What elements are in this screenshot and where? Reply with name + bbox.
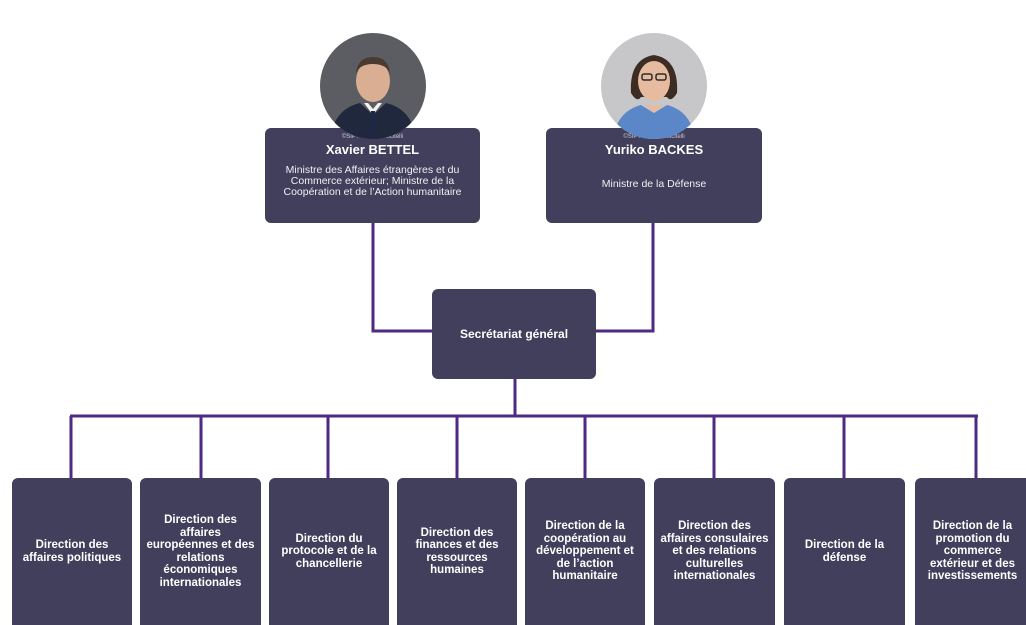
direction-label: Direction des finances et des ressources… <box>415 526 499 577</box>
minister-role: Ministre des Affaires étrangères et du C… <box>283 164 462 198</box>
direction-box-cooperation: Direction de la coopération au développe… <box>525 478 645 625</box>
direction-box-european-affairs: Direction des affaires européennes et de… <box>140 478 261 625</box>
minister-role: Ministre de la Défense <box>601 178 707 190</box>
minister-name: Yuriko BACKES <box>604 142 704 157</box>
secretariat-general-box: Secrétariat général <box>432 289 596 379</box>
direction-label: Direction du protocole et de la chancell… <box>281 532 377 570</box>
secretariat-label: Secrétariat général <box>459 327 569 341</box>
direction-box-trade-promotion: Direction de la promotion du commerce ex… <box>915 478 1026 625</box>
direction-box-defence: Direction de la défense <box>784 478 905 625</box>
direction-box-finance-hr: Direction des finances et des ressources… <box>397 478 517 625</box>
minister-card-bettel: ©SIP / Claude Piscitelli Xavier BETTEL M… <box>265 128 480 223</box>
minister-card-backes: ©SIP / Claude Piscitelli Yuriko BACKES M… <box>546 128 762 223</box>
direction-box-consular: Direction des affaires consulaires et de… <box>654 478 775 625</box>
direction-label: Direction de la coopération au développe… <box>536 520 634 583</box>
minister-photo-bettel <box>320 33 426 139</box>
direction-label: Direction des affaires consulaires et de… <box>660 520 769 583</box>
direction-box-political-affairs: Direction des affaires politiques <box>12 478 132 625</box>
direction-label: Direction de la défense <box>804 539 885 564</box>
direction-label: Direction des affaires politiques <box>22 539 122 564</box>
direction-label: Direction de la promotion du commerce ex… <box>927 520 1018 583</box>
minister-photo-backes <box>601 33 707 139</box>
direction-label: Direction des affaires européennes et de… <box>146 514 255 589</box>
connector-backes-secretariat <box>596 223 655 333</box>
direction-box-protocol: Direction du protocole et de la chancell… <box>269 478 389 625</box>
connector-bettel-secretariat <box>371 223 432 333</box>
minister-name: Xavier BETTEL <box>325 142 420 157</box>
